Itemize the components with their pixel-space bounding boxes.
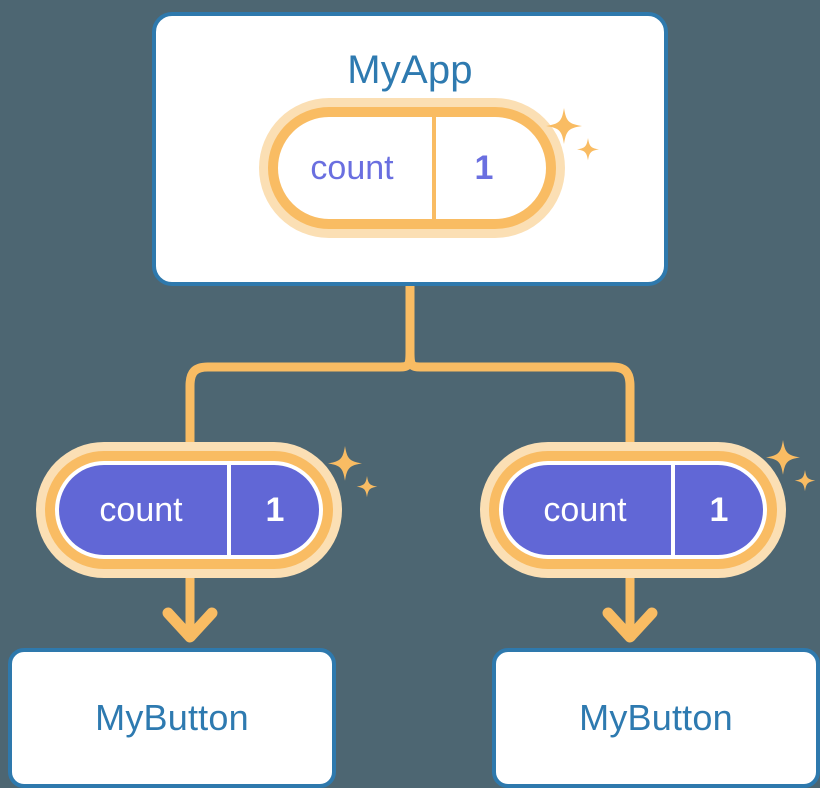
signal-name-right: count — [543, 490, 627, 529]
component-title-mybutton-right: MyButton — [579, 697, 733, 738]
signal-pill-right[interactable]: count 1 — [489, 451, 777, 569]
arrow-down-left — [162, 568, 218, 643]
connector-layer — [162, 286, 658, 643]
signal-value-root: 1 — [432, 117, 532, 219]
component-card-mybutton-right[interactable]: MyButton — [492, 648, 820, 788]
signal-pill-left-inner: count 1 — [59, 465, 319, 555]
component-card-mybutton-left[interactable]: MyButton — [8, 648, 336, 788]
signal-pill-right-inner: count 1 — [503, 465, 763, 555]
diagram-canvas: MyApp count 1 count 1 count 1 — [8, 12, 820, 788]
signal-value-right: 1 — [671, 465, 763, 555]
signal-pill-left[interactable]: count 1 — [45, 451, 333, 569]
signal-name-left: count — [99, 490, 183, 529]
arrow-down-right — [602, 568, 658, 643]
signal-name-root: count — [310, 148, 394, 187]
signal-pill-root[interactable]: count 1 — [268, 107, 556, 229]
component-title-mybutton-left: MyButton — [95, 697, 249, 738]
branch-connector — [185, 286, 635, 457]
signal-value-left: 1 — [227, 465, 319, 555]
component-title-myapp: MyApp — [347, 48, 473, 92]
